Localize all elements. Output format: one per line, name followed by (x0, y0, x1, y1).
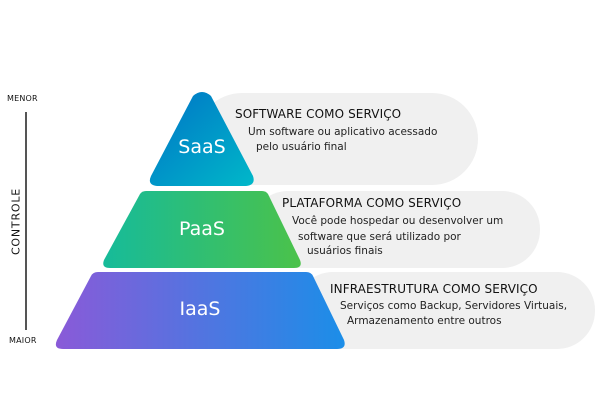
saas-description-line: Um software ou aplicativo acessado (248, 126, 438, 138)
paas-title: PLATAFORMA COMO SERVIÇO (282, 196, 462, 210)
saas-abbreviation: SaaS (178, 136, 226, 158)
iaas-description-panel (295, 272, 595, 349)
iaas-tier-shape (55, 272, 345, 349)
paas-tier-shape (103, 191, 301, 268)
iaas-description-line: Armazenamento entre outros (347, 315, 502, 327)
axis-bottom-label: MAIOR (9, 336, 37, 345)
iaas-title: INFRAESTRUTURA COMO SERVIÇO (330, 282, 538, 296)
paas-description-panel (250, 191, 540, 268)
iaas-description-line: Serviços como Backup, Servidores Virtuai… (340, 300, 568, 312)
paas-description-line: Você pode hospedar ou desenvolver um (292, 215, 504, 227)
axis-label: CONTROLE (9, 187, 23, 256)
iaas-abbreviation: IaaS (179, 298, 221, 320)
axis-top-label: MENOR (7, 94, 38, 103)
saas-description-panel (196, 93, 478, 185)
saas-title: SOFTWARE COMO SERVIÇO (235, 107, 402, 121)
saas-tier-shape (149, 92, 254, 186)
paas-abbreviation: PaaS (179, 218, 225, 240)
paas-description-line: usuários finais (307, 245, 383, 257)
paas-description-line: software que será utilizado por (298, 231, 461, 243)
saas-description-line: pelo usuário final (256, 141, 347, 153)
